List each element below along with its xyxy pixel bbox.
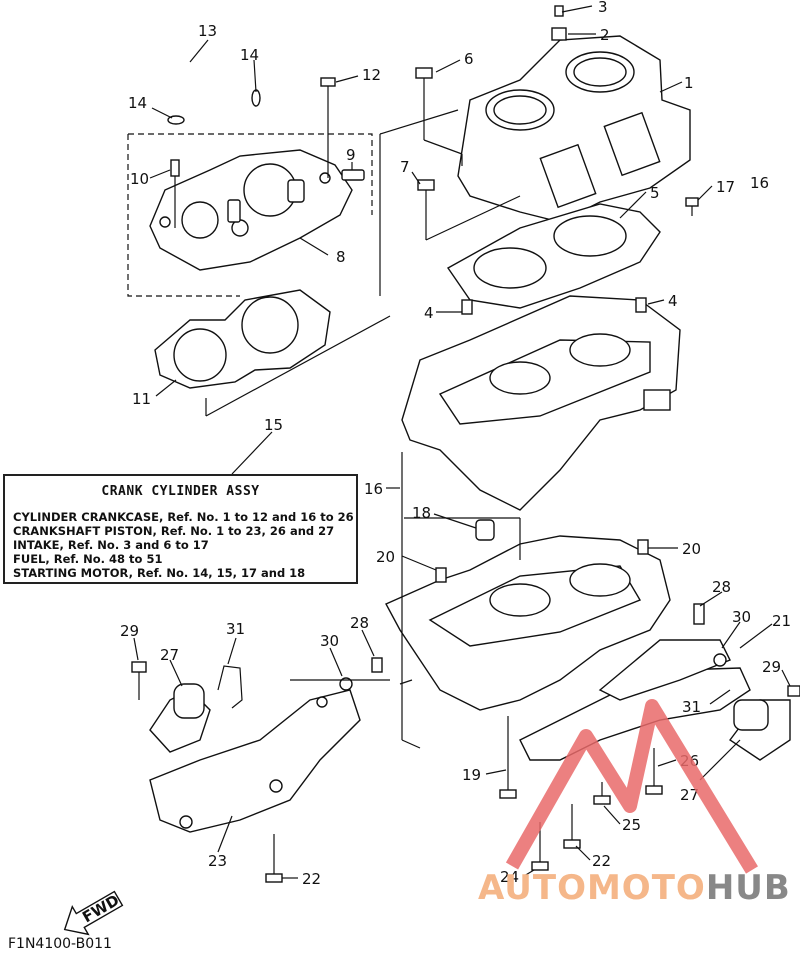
callout-14b: 14 <box>128 94 147 112</box>
legend-title: CRANK CYLINDER ASSY <box>101 484 260 499</box>
legend-line-2: CRANKSHAFT PISTON, Ref. No. 1 to 23, 26 … <box>13 524 335 538</box>
diagram-code: F1N4100-B011 <box>8 936 112 952</box>
watermark-part2: HUB <box>705 868 791 908</box>
callout-18: 18 <box>412 504 431 522</box>
legend-line-1: CYLINDER CRANKCASE, Ref. No. 1 to 12 and… <box>13 510 354 524</box>
callout-17: 17 <box>716 178 735 196</box>
callout-7: 7 <box>400 158 410 176</box>
intake-gasket <box>154 289 331 389</box>
callout-22b: 22 <box>592 852 611 870</box>
callout-22a: 22 <box>302 870 321 888</box>
callout-29b: 29 <box>762 658 781 676</box>
callout-9: 9 <box>346 146 356 164</box>
cylinder-gasket <box>446 203 661 309</box>
callout-28a: 28 <box>712 578 731 596</box>
legend-line-5: STARTING MOTOR, Ref. No. 14, 15, 17 and … <box>13 566 306 580</box>
watermark-part1: AUTOMOTO <box>478 868 706 908</box>
callout-27a: 27 <box>160 646 179 664</box>
callout-16a: 16 <box>750 174 769 192</box>
callout-16b: 16 <box>364 480 383 498</box>
callout-12: 12 <box>362 66 381 84</box>
intake-group <box>127 57 373 297</box>
bolts-upper <box>415 67 699 218</box>
callout-31b: 31 <box>682 698 701 716</box>
watermark-logo <box>505 699 758 874</box>
callout-5: 5 <box>650 184 660 202</box>
callout-13: 13 <box>198 22 217 40</box>
callout-23: 23 <box>208 852 227 870</box>
fwd-arrow: FWD <box>63 890 124 936</box>
crankcase-lower <box>385 535 671 711</box>
callout-4a: 4 <box>424 304 434 322</box>
callout-30b: 30 <box>320 632 339 650</box>
callout-11: 11 <box>132 390 151 408</box>
callout-4b: 4 <box>668 292 678 310</box>
callout-2: 2 <box>600 26 610 44</box>
callout-24: 24 <box>500 868 519 886</box>
fwd-label: FWD <box>79 891 122 926</box>
callout-numbers: 13 14 14 12 10 9 8 11 3 2 1 6 7 5 17 16 … <box>120 0 791 888</box>
crankcase-upper <box>401 295 681 511</box>
callout-30a: 30 <box>732 608 751 626</box>
callout-21: 21 <box>772 612 791 630</box>
callout-10: 10 <box>130 170 149 188</box>
callout-6: 6 <box>464 50 474 68</box>
left-mount-group <box>131 657 383 833</box>
callout-8: 8 <box>336 248 346 266</box>
callout-20a: 20 <box>376 548 395 566</box>
legend-line-3: INTAKE, Ref. No. 3 and 6 to 17 <box>13 538 209 552</box>
callout-15: 15 <box>264 416 283 434</box>
legend-line-4: FUEL, Ref. No. 48 to 51 <box>13 552 163 566</box>
callout-25: 25 <box>622 816 641 834</box>
cylinder-block <box>457 5 691 223</box>
callout-20b: 20 <box>682 540 701 558</box>
callout-3: 3 <box>598 0 608 16</box>
legend-box: CRANK CYLINDER ASSY CYLINDER CRANKCASE, … <box>3 474 358 584</box>
dowel-18 <box>475 519 495 541</box>
callout-19: 19 <box>462 766 481 784</box>
callout-28b: 28 <box>350 614 369 632</box>
callout-14a: 14 <box>240 46 259 64</box>
watermark-text: AUTOMOTOHUB <box>478 868 791 908</box>
callout-31a: 31 <box>226 620 245 638</box>
callout-27b: 27 <box>680 786 699 804</box>
callout-1: 1 <box>684 74 694 92</box>
bolts-lower <box>265 716 663 883</box>
callout-29a: 29 <box>120 622 139 640</box>
leader-lines <box>133 5 791 879</box>
